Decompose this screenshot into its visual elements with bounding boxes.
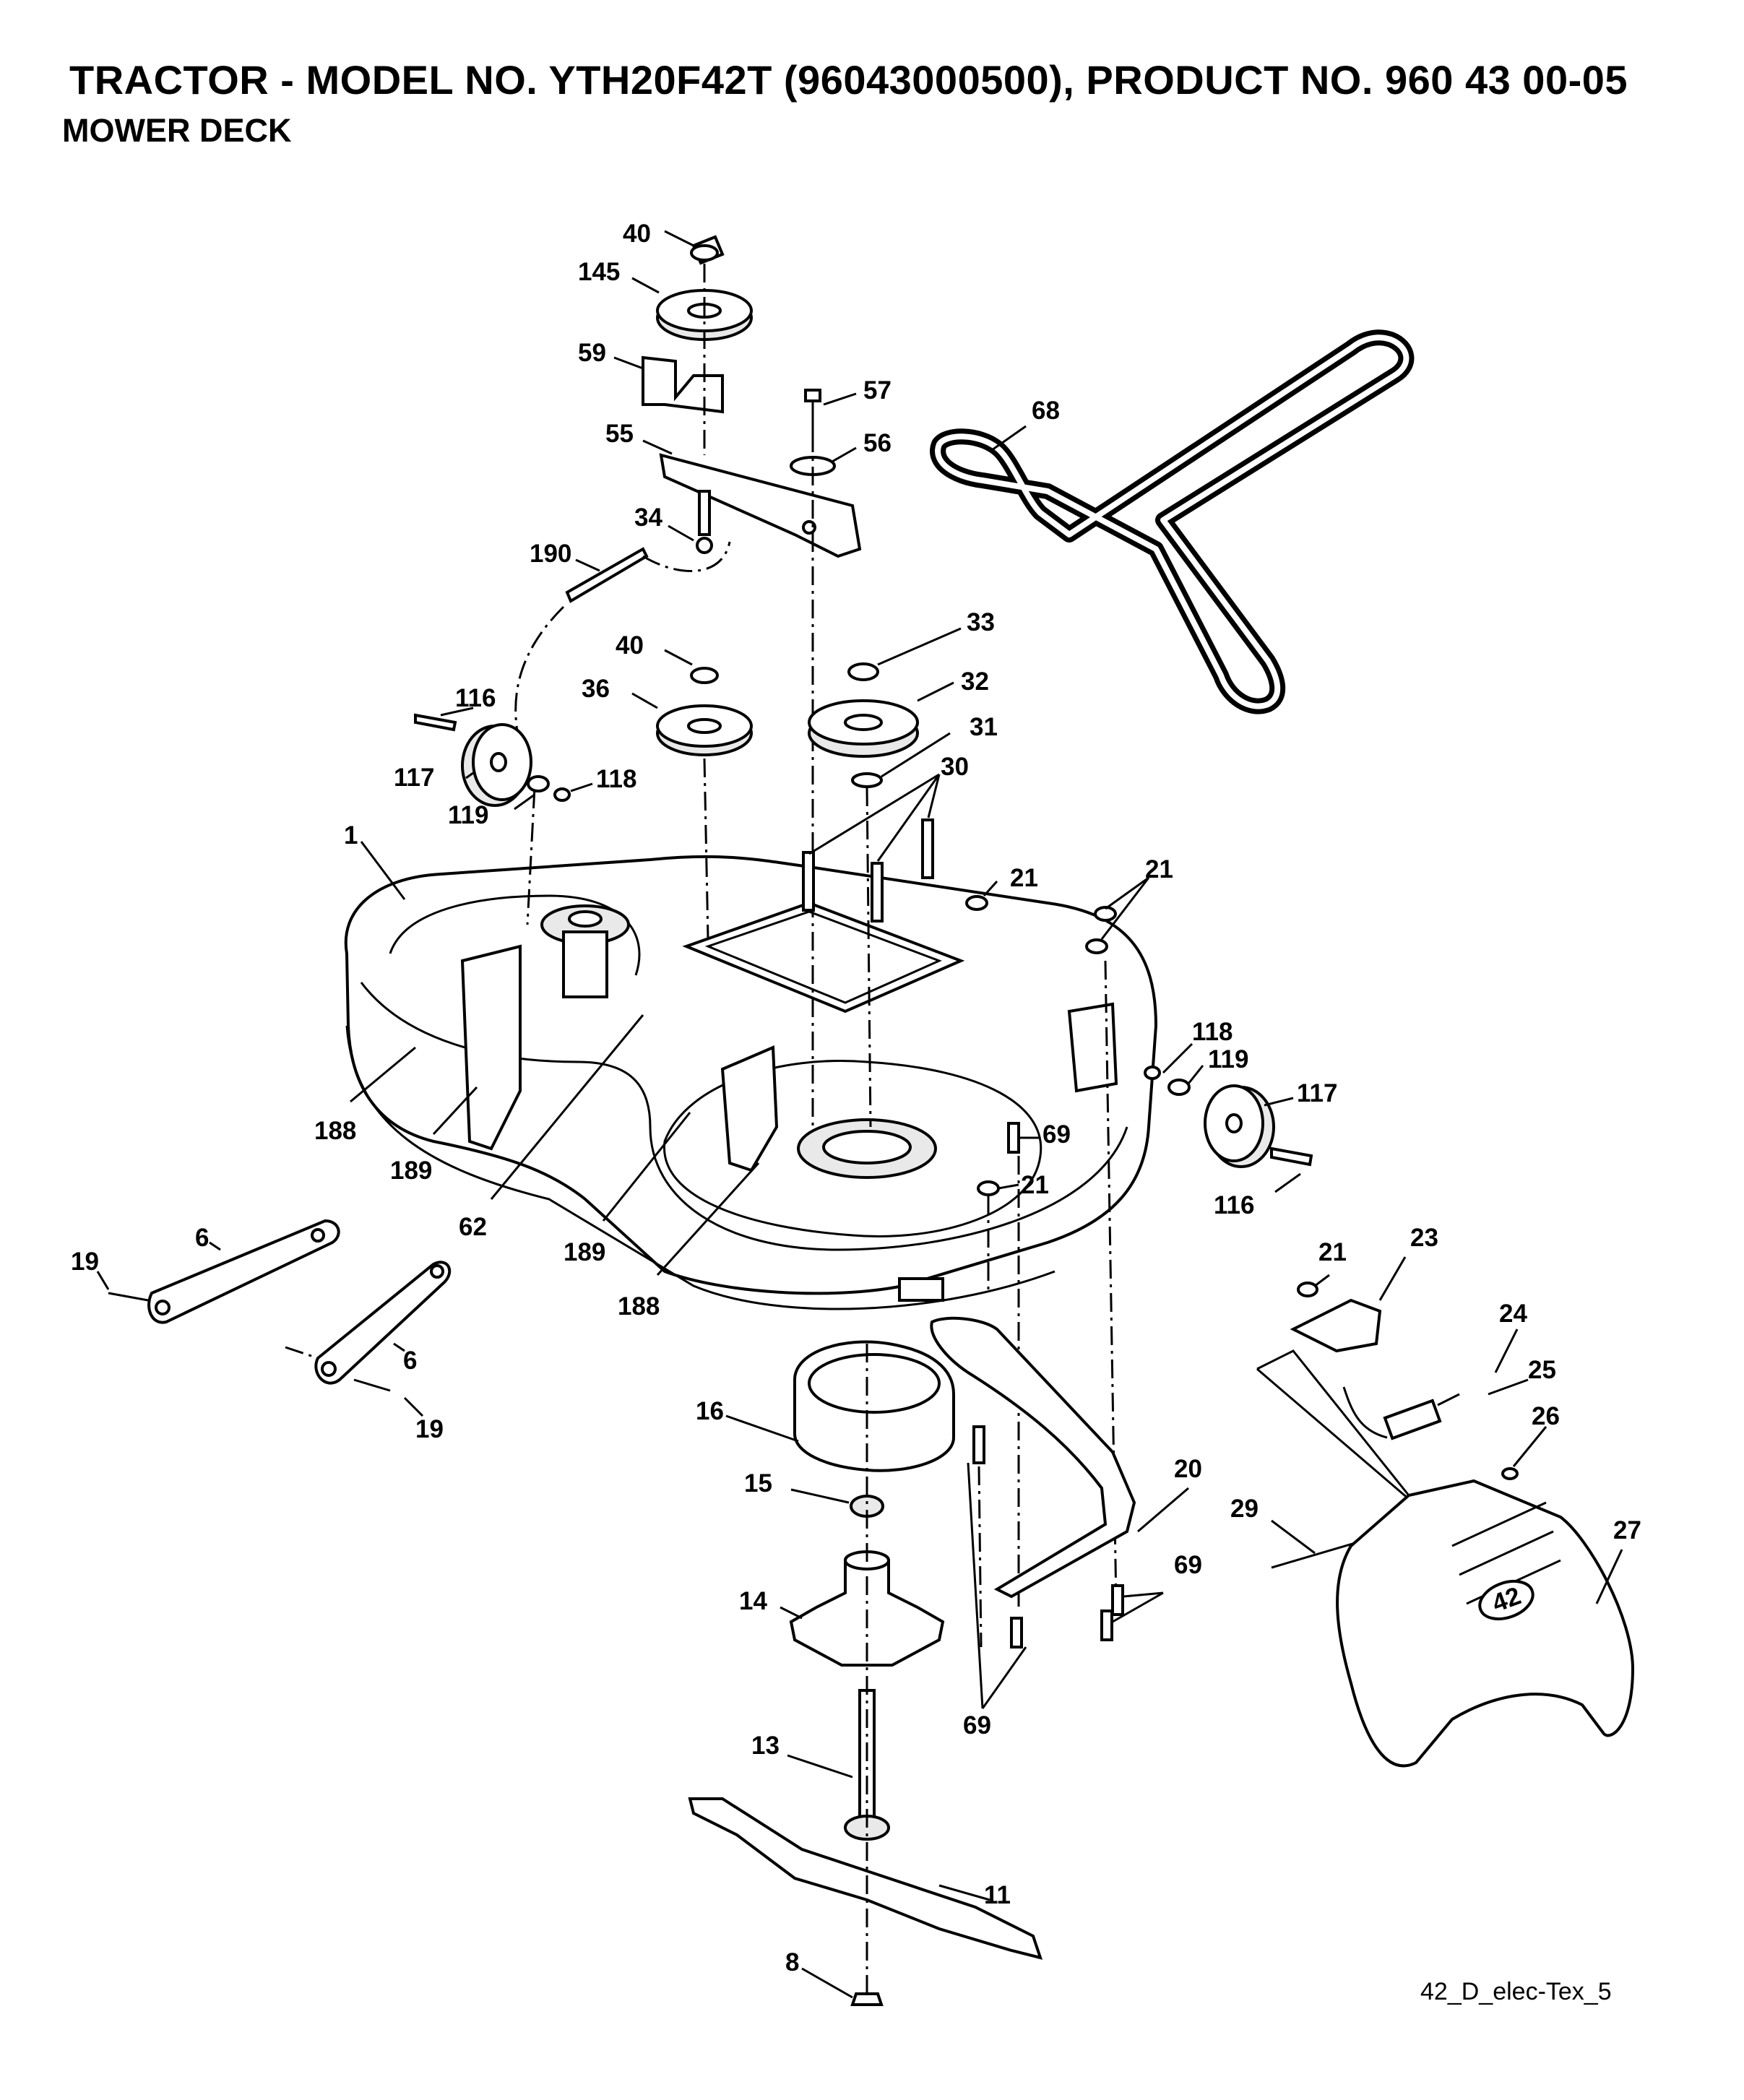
- callout-6: 6: [403, 1347, 417, 1375]
- callout-116: 116: [455, 684, 496, 712]
- lift-link-lower: [285, 1261, 452, 1392]
- callout-20: 20: [1174, 1455, 1202, 1483]
- page-title: TRACTOR - MODEL NO. YTH20F42T (960430005…: [69, 57, 1628, 103]
- callout-118: 118: [1192, 1018, 1233, 1046]
- lift-link-upper: [108, 1219, 340, 1324]
- callout-145: 145: [578, 258, 620, 286]
- callout-25: 25: [1528, 1356, 1556, 1384]
- callout-leaders: [96, 230, 1623, 1999]
- callout-32: 32: [961, 667, 989, 696]
- callout-68: 68: [1032, 397, 1060, 425]
- callout-31: 31: [970, 713, 998, 741]
- callout-21: 21: [1318, 1238, 1347, 1266]
- callout-69: 69: [963, 1711, 991, 1740]
- discharge-chute-assembly: 42: [1256, 1282, 1635, 1768]
- callout-56: 56: [863, 429, 892, 457]
- callout-62: 62: [459, 1213, 487, 1241]
- callout-69: 69: [1042, 1120, 1071, 1149]
- gauge-wheel-right: [1144, 1066, 1313, 1168]
- callout-36: 36: [582, 675, 610, 703]
- callout-189: 189: [390, 1157, 432, 1185]
- callout-1: 1: [344, 821, 358, 850]
- callout-190: 190: [530, 540, 571, 568]
- callout-34: 34: [634, 504, 662, 532]
- callout-26: 26: [1532, 1402, 1560, 1430]
- mower-deck-housing: [344, 855, 1158, 1310]
- callout-57: 57: [863, 376, 892, 405]
- callout-16: 16: [696, 1397, 724, 1425]
- callout-21: 21: [1021, 1171, 1049, 1199]
- callout-23: 23: [1410, 1224, 1438, 1252]
- callout-6: 6: [195, 1224, 209, 1252]
- callout-188: 188: [618, 1292, 660, 1321]
- callout-14: 14: [739, 1587, 767, 1615]
- idler-assembly-top: [514, 235, 862, 1127]
- page-subtitle: MOWER DECK: [62, 112, 292, 149]
- callout-116: 116: [1214, 1191, 1254, 1219]
- callout-27: 27: [1613, 1516, 1641, 1544]
- gauge-wheel-left: [414, 713, 571, 807]
- callout-labels: 40 145 59 57 68 56 55 34 190 40 33 36 32…: [71, 220, 1641, 1976]
- callout-69: 69: [1174, 1551, 1202, 1579]
- callout-8: 8: [785, 1948, 799, 1976]
- callout-118: 118: [596, 765, 636, 793]
- callout-24: 24: [1499, 1300, 1527, 1328]
- middle-pulleys: [656, 662, 919, 1128]
- callout-189: 189: [564, 1238, 605, 1266]
- belt-guard: [930, 1316, 1136, 1649]
- callout-119: 119: [1208, 1045, 1248, 1073]
- callout-40: 40: [623, 220, 651, 248]
- callout-117: 117: [394, 764, 434, 792]
- callout-117: 117: [1297, 1079, 1337, 1107]
- drawing-reference: 42_D_elec-Tex_5: [1420, 1978, 1612, 2005]
- callout-21: 21: [1010, 864, 1038, 892]
- callout-33: 33: [967, 608, 995, 636]
- deck-hardware: [802, 818, 1118, 1611]
- callout-55: 55: [605, 420, 634, 448]
- callout-119: 119: [448, 801, 488, 829]
- blade-spindle-assembly: [688, 1340, 1043, 2006]
- callout-30: 30: [941, 753, 969, 781]
- callout-29: 29: [1230, 1495, 1259, 1523]
- callout-188: 188: [314, 1117, 356, 1145]
- callout-15: 15: [744, 1469, 772, 1498]
- callout-40: 40: [616, 631, 644, 660]
- callout-59: 59: [578, 339, 606, 367]
- callout-19: 19: [415, 1415, 444, 1443]
- callout-21: 21: [1145, 855, 1173, 883]
- callout-19: 19: [71, 1248, 99, 1276]
- callout-13: 13: [751, 1732, 780, 1760]
- callout-11: 11: [984, 1881, 1011, 1909]
- drive-belt: [930, 329, 1415, 714]
